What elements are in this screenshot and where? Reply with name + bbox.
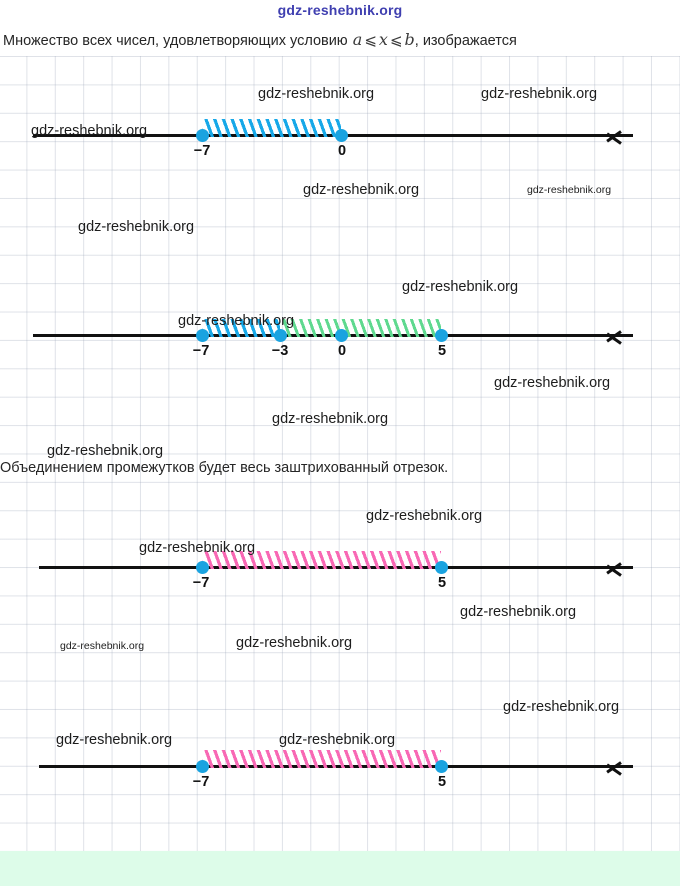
- tick-label-minus7: −7: [192, 575, 210, 591]
- tick-label-0: 0: [337, 343, 347, 359]
- watermark: gdz-reshebnik.org: [527, 184, 612, 196]
- watermark: gdz-reshebnik.org: [460, 604, 577, 620]
- top-watermark: gdz-reshebnik.org: [277, 2, 403, 18]
- watermark: gdz-reshebnik.org: [503, 699, 620, 715]
- watermark: gdz-reshebnik.org: [272, 411, 389, 427]
- endpoint-dot-0: [334, 129, 348, 142]
- header-text-after: , изображается: [414, 33, 517, 49]
- header-sentence: Множество всех чисел, удовлетворяющих ус…: [3, 30, 677, 49]
- watermark: gdz-reshebnik.org: [481, 86, 598, 102]
- segment-hatch-green-2: [280, 319, 441, 337]
- watermark: gdz-reshebnik.org: [60, 640, 145, 652]
- segment-hatch-blue-2: [202, 319, 280, 337]
- endpoint-dot-5: [434, 760, 448, 773]
- math-var-x: x: [378, 30, 388, 49]
- watermark: gdz-reshebnik.org: [31, 123, 148, 139]
- math-op-leq-2: ⩽: [389, 31, 403, 49]
- watermark: gdz-reshebnik.org: [303, 182, 420, 198]
- endpoint-dot-5: [434, 561, 448, 574]
- endpoint-dot-minus3: [273, 329, 287, 342]
- tick-label-0: 0: [337, 143, 347, 159]
- number-line-1: −7 0: [0, 110, 680, 170]
- tick-label-5: 5: [437, 774, 447, 790]
- watermark: gdz-reshebnik.org: [56, 732, 173, 748]
- watermark: gdz-reshebnik.org: [279, 732, 396, 748]
- number-line-3: −7 5: [0, 542, 680, 602]
- tick-label-minus7: −7: [192, 774, 210, 790]
- bottom-green-strip: [0, 851, 680, 886]
- watermark: gdz-reshebnik.org: [402, 279, 519, 295]
- header-math-expression: a⩽x⩽b: [348, 30, 415, 49]
- segment-hatch-blue-1: [202, 119, 341, 137]
- watermark: gdz-reshebnik.org: [366, 508, 483, 524]
- number-line-2: −7 −3 0 5: [0, 310, 680, 370]
- header-text-before: Множество всех чисел, удовлетворяющих ус…: [3, 33, 348, 49]
- endpoint-dot-minus7: [195, 760, 209, 773]
- endpoint-dot-minus7: [195, 329, 209, 342]
- endpoint-dot-minus7: [195, 561, 209, 574]
- watermark: gdz-reshebnik.org: [258, 86, 375, 102]
- watermark: gdz-reshebnik.org: [236, 635, 353, 651]
- tick-label-minus7: −7: [193, 143, 211, 159]
- watermark: gdz-reshebnik.org: [178, 313, 295, 329]
- tick-label-minus3: −3: [271, 343, 289, 359]
- tick-label-minus7: −7: [192, 343, 210, 359]
- union-explanation-text: Объединением промежутков будет весь зашт…: [0, 460, 449, 476]
- tick-label-5: 5: [437, 575, 447, 591]
- watermark: gdz-reshebnik.org: [494, 375, 611, 391]
- endpoint-dot-minus7: [195, 129, 209, 142]
- segment-hatch-pink-4: [202, 750, 441, 768]
- grid-paper-background: [0, 56, 680, 851]
- math-op-leq-1: ⩽: [364, 31, 377, 49]
- watermark: gdz-reshebnik.org: [47, 443, 164, 459]
- number-line-4: −7 5: [0, 741, 680, 801]
- watermark: gdz-reshebnik.org: [139, 540, 256, 556]
- endpoint-dot-5: [434, 329, 448, 342]
- tick-label-5: 5: [437, 343, 447, 359]
- math-var-a: a: [352, 30, 363, 49]
- math-var-b: b: [404, 30, 415, 49]
- watermark: gdz-reshebnik.org: [78, 219, 195, 235]
- segment-hatch-pink-3: [202, 551, 441, 569]
- endpoint-dot-0: [334, 329, 348, 342]
